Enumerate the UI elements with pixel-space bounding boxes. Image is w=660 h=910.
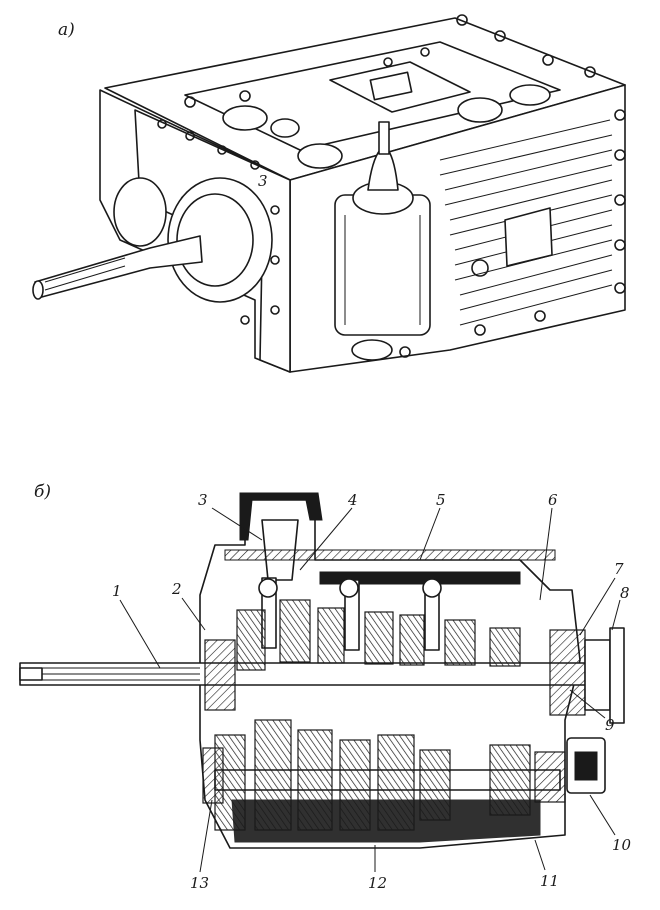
oil-sump — [231, 799, 541, 843]
callout-leaders — [119, 507, 621, 873]
callout-8: 8 — [620, 584, 630, 602]
callout-9: 9 — [605, 716, 615, 734]
rear-cover — [584, 639, 611, 711]
top-port — [270, 118, 300, 138]
rear-bearing — [549, 629, 586, 716]
side-face-ribs — [439, 119, 613, 326]
shifter-cover — [239, 492, 323, 541]
tower-flange — [351, 339, 393, 361]
countershaft-front-bearing — [202, 747, 224, 804]
callout-7: 7 — [614, 560, 624, 578]
callout-4: 4 — [347, 491, 358, 509]
subfigure-a-label: а) — [58, 20, 75, 40]
rear-boss — [113, 177, 167, 247]
shift-tower — [334, 194, 431, 336]
front-bearing — [204, 639, 236, 711]
shift-cover-plate — [329, 61, 471, 113]
callout-11: 11 — [540, 872, 559, 890]
subfigure-b-label: б) — [34, 482, 51, 502]
callout-5: 5 — [436, 491, 446, 509]
countershaft-bearing — [534, 751, 566, 803]
shift-lever — [378, 121, 390, 155]
callout-labels: 1 2 3 4 5 6 7 8 9 10 11 12 13 — [112, 491, 632, 892]
bearing-cap — [167, 177, 273, 303]
callout-2: 2 — [171, 580, 182, 598]
side-bolts — [399, 109, 626, 358]
callout-13: 13 — [190, 874, 209, 892]
top-port — [509, 84, 551, 106]
output-flange — [609, 627, 625, 724]
top-port — [297, 143, 343, 169]
shaft-splines — [44, 257, 126, 291]
section-view-drawing: б) — [19, 482, 632, 892]
callout-6: 6 — [548, 491, 558, 509]
top-cover-bolts — [184, 14, 596, 108]
input-shaft-splines — [30, 667, 200, 681]
callout-12: 12 — [368, 874, 387, 892]
top-port — [457, 97, 503, 123]
callout-3: 3 — [198, 491, 208, 509]
external-view-drawing: а) — [32, 14, 626, 373]
top-port — [222, 105, 268, 131]
housing-mark: 3 — [258, 172, 268, 190]
shift-rail — [319, 571, 521, 585]
main-shaft-gears — [236, 599, 521, 671]
name-plate — [504, 207, 553, 267]
callout-1: 1 — [112, 582, 122, 600]
callout-10: 10 — [612, 836, 632, 854]
